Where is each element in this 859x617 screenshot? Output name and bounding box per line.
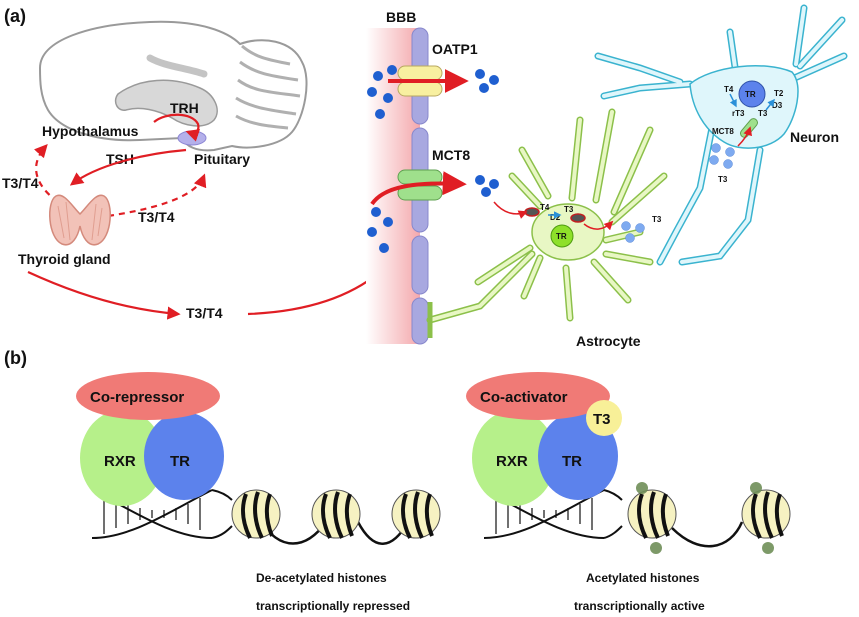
neuron-t4-label: T4 xyxy=(724,85,734,94)
astrocyte-cell xyxy=(426,108,668,338)
t3-ligand-label: T3 xyxy=(593,411,611,428)
neuron-mct8-label: MCT8 xyxy=(712,127,734,136)
neuron-t4-arrow xyxy=(729,93,737,108)
trh-label: TRH xyxy=(170,100,199,116)
mct8-arrow xyxy=(370,171,467,206)
trh-arrow xyxy=(153,113,201,142)
neuron-d3-label: D3 xyxy=(772,101,783,110)
pituitary-label: Pituitary xyxy=(194,151,250,167)
transcriptionally-active-caption: transcriptionally active xyxy=(574,599,705,613)
neuron-t2-label: T2 xyxy=(774,89,784,98)
neuron-label: Neuron xyxy=(790,129,839,145)
co-repressor-shape xyxy=(76,372,220,420)
neuron-cell xyxy=(594,4,848,266)
t3t4-left-label: T3/T4 xyxy=(2,175,39,191)
acetylated-histones-caption: Acetylated histones xyxy=(586,571,700,585)
hormone-dots-mct8 xyxy=(367,175,499,253)
left-rxr-label: RXR xyxy=(104,453,136,470)
co-repressor-label: Co-repressor xyxy=(90,389,184,406)
left-tr-label: TR xyxy=(170,453,190,470)
hormone-dots-oatp1 xyxy=(367,65,499,119)
oatp1-transporter xyxy=(397,65,443,97)
t3-dots-neuron xyxy=(709,143,735,169)
astrocyte-transporter-left xyxy=(524,207,540,217)
astrocyte-uptake-arrow xyxy=(493,201,528,219)
astrocyte-release-arrow xyxy=(583,220,614,231)
mct8-bbb-label: MCT8 xyxy=(432,147,470,163)
neuron-tr-label: TR xyxy=(745,90,756,99)
left-complex xyxy=(76,372,233,539)
left-rxr-shape xyxy=(80,410,164,506)
neuron-t3-label: T3 xyxy=(758,109,768,118)
acetyl-groups xyxy=(636,482,774,554)
tsh-arrow xyxy=(69,148,187,186)
neuron-uptake-arrow xyxy=(737,126,752,147)
deacetylated-histones-caption: De-acetylated histones xyxy=(256,571,387,585)
co-activator-shape xyxy=(466,372,610,420)
right-rxr-shape xyxy=(472,410,556,506)
astrocyte-label: Astrocyte xyxy=(576,333,641,349)
hypothalamus-label: Hypothalamus xyxy=(42,123,139,139)
t3t4-to-bbb-arrow-1 xyxy=(27,271,181,320)
astrocyte-t3-out-label: T3 xyxy=(652,215,662,224)
right-rxr-label: RXR xyxy=(496,453,528,470)
astrocyte-t3-label: T3 xyxy=(564,205,574,214)
left-tr-shape xyxy=(144,412,224,500)
t3t4-to-bbb-arrow-2 xyxy=(247,270,383,316)
astrocyte-tr-label: TR xyxy=(556,232,567,241)
right-tr-label: TR xyxy=(562,453,582,470)
astrocyte-t4-label: T4 xyxy=(540,203,550,212)
t3-dots-astrocyte xyxy=(621,221,645,243)
thyroid-gland-label: Thyroid gland xyxy=(18,251,111,267)
brain-illustration xyxy=(38,20,308,152)
left-nucleosomes xyxy=(231,489,441,545)
feedback-pituitary-arrow xyxy=(107,173,207,218)
bbb-label: BBB xyxy=(386,9,416,25)
t3t4-right-label: T3/T4 xyxy=(138,209,175,225)
t3t4-bottom-label: T3/T4 xyxy=(186,305,223,321)
panel-b-label: (b) xyxy=(4,348,27,368)
feedback-hypothalamus-arrow xyxy=(34,144,59,203)
panel-a-label: (a) xyxy=(4,6,26,26)
t3-ligand-shape xyxy=(586,400,622,436)
right-complex xyxy=(466,372,623,539)
oatp1-label: OATP1 xyxy=(432,41,478,57)
right-nucleosomes xyxy=(627,482,791,554)
astrocyte-transporter-right xyxy=(570,213,586,223)
co-activator-label: Co-activator xyxy=(480,389,568,406)
neuron-t3-in-label: T3 xyxy=(718,175,728,184)
transcriptionally-repressed-caption: transcriptionally repressed xyxy=(256,599,410,613)
neuron-t3-arrow xyxy=(765,98,775,111)
thyroid-gland-illustration xyxy=(49,194,111,246)
neuron-rt3-label: rT3 xyxy=(732,109,745,118)
